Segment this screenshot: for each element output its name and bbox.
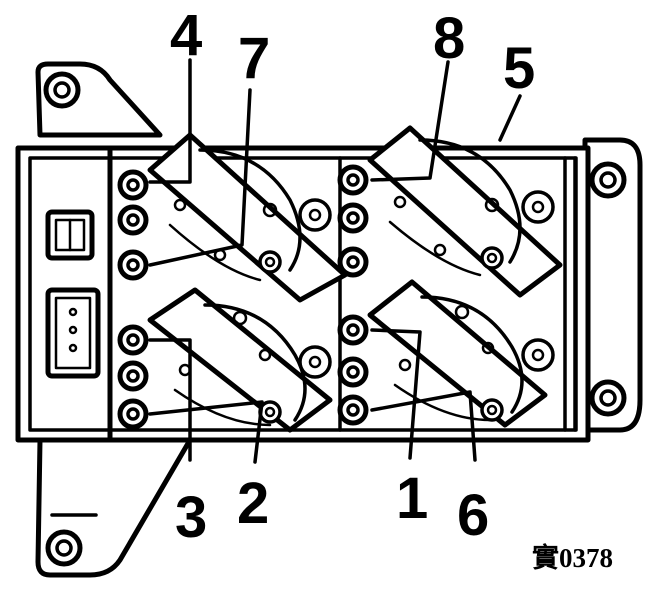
figure-code-label: 實0378 — [532, 542, 613, 573]
mounting-bracket-right — [582, 137, 643, 433]
leader-label-6: 6 — [457, 483, 489, 548]
connector-small — [45, 209, 95, 261]
leader-label-7: 7 — [238, 26, 270, 91]
leader-label-4: 4 — [170, 3, 202, 68]
coil-body-top-left — [147, 132, 348, 303]
coil-body-bottom-right — [367, 279, 555, 428]
coil-terminal-column-middle — [337, 164, 369, 426]
coil-body-bottom-left — [147, 287, 333, 433]
connector-large — [45, 287, 101, 379]
leader-label-5: 5 — [503, 36, 535, 101]
leader-label-2: 2 — [237, 471, 269, 536]
leader-label-1: 1 — [396, 466, 428, 531]
leader-label-8: 8 — [433, 6, 465, 71]
coil-terminal-column-left — [117, 169, 149, 430]
coil-body-top-right — [367, 125, 563, 298]
leader-label-3: 3 — [175, 485, 207, 550]
leader-lines — [148, 58, 522, 464]
mounting-bracket-bottom-left — [35, 437, 193, 578]
mounting-bracket-top-left — [35, 61, 163, 138]
